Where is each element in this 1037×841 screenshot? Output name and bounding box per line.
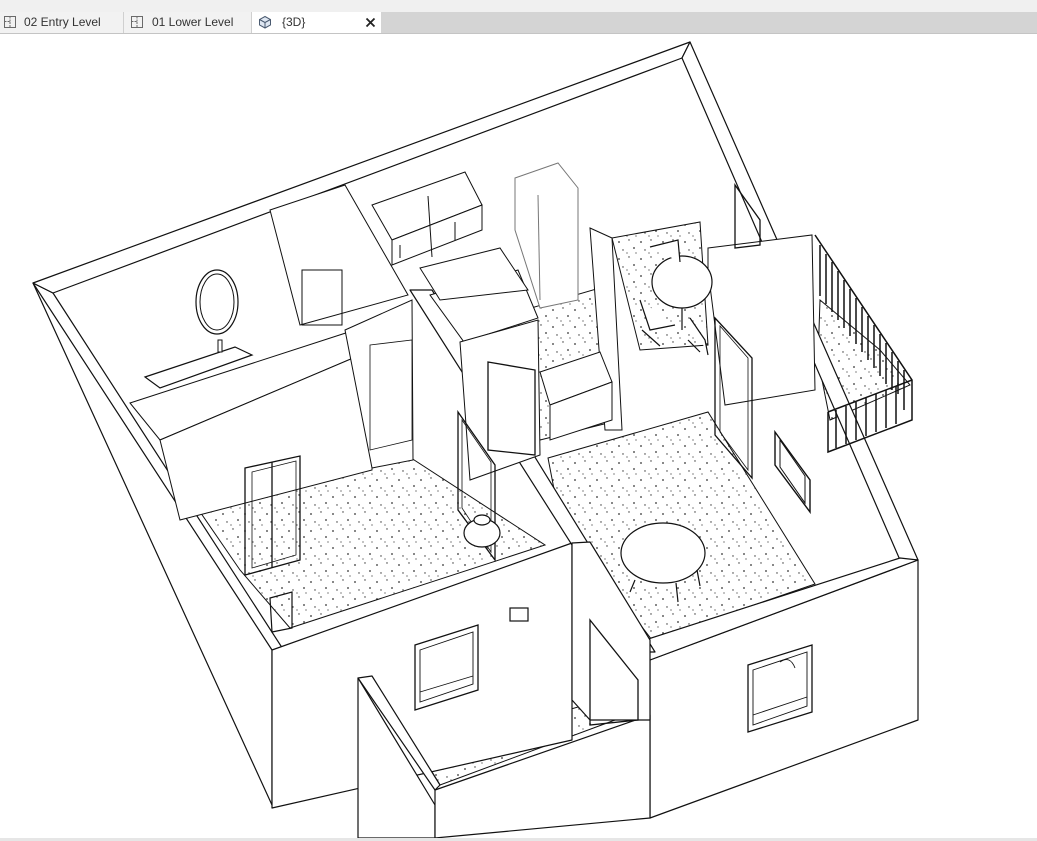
close-icon[interactable] [363,15,378,30]
dining-door [734,182,761,249]
tab-label: 02 Entry Level [24,15,101,29]
front-mid-wall [571,541,651,721]
wall-light [509,607,529,622]
kitchen-fixtures [371,162,613,441]
balcony-side [357,675,441,791]
tab-label: {3D} [282,15,306,29]
counter-backsplash [419,247,529,301]
isometric-floor-plan-drawing [32,41,919,838]
living-table [620,522,706,603]
bedroom-door [457,409,496,562]
dining-table [651,255,713,309]
dining-chair [639,239,709,356]
status-bar-strip [0,838,1037,841]
utility-box [459,319,541,481]
balcony-parapet [357,677,436,838]
tab-label: 01 Lower Level [152,15,234,29]
3d-view-icon [258,15,272,29]
hall-door [487,361,536,456]
doors [244,182,761,726]
tab-02-entry-level[interactable]: 02 Entry Level [0,12,124,33]
window-top-strip [0,0,1037,12]
bathroom-fixtures [143,269,343,389]
bathroom-vanity [143,346,254,389]
balcony-corner-wall [707,234,816,406]
upper-closet [269,184,409,326]
balcony-railing [814,234,913,454]
tab-3d-view[interactable]: {3D} [252,12,381,33]
tab-01-lower-level[interactable]: 01 Lower Level [124,12,252,33]
balcony-door [589,618,639,726]
3d-model-viewport[interactable] [0,34,1037,838]
bathroom-mirror [195,269,239,335]
living-door [714,316,753,480]
refrigerator [514,162,579,309]
entry-fixtures [269,514,529,633]
corridor-door [369,339,413,451]
balcony-front [434,714,651,838]
view-tab-bar: 02 Entry Level 01 Lower Level {3D} [0,12,1037,34]
floor-plan-icon [3,15,17,29]
interior-walls [129,184,816,521]
wall-tv [774,429,811,515]
closet-block [159,349,373,521]
windows [414,624,813,733]
dining-set [639,239,713,356]
tab-bar-empty-area [381,12,1037,33]
floor-plan-icon [130,15,144,29]
bedroom-closet-door [244,455,301,576]
